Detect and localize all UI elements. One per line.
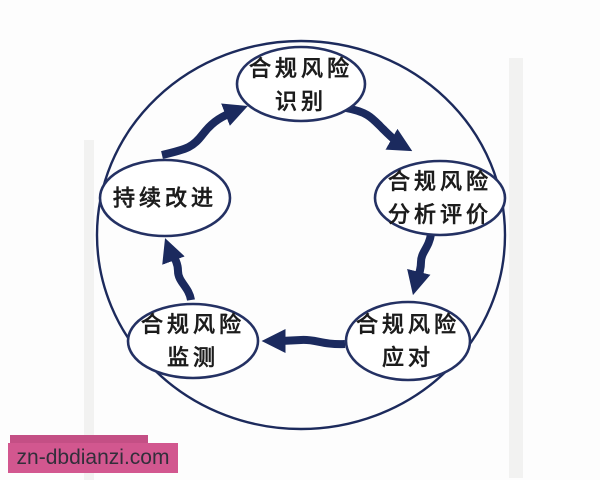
arrow-identify-to-analyze — [345, 104, 413, 152]
watermark-top-strip — [10, 435, 148, 445]
node-ellipse-monitor — [126, 302, 260, 380]
scan-artifact-right — [509, 58, 523, 478]
node-label-analyze-line1: 合规风险 — [387, 169, 493, 194]
node-ellipse-analyze — [373, 159, 507, 237]
node-ellipse-improve — [98, 158, 232, 238]
node-ellipse-respond — [344, 300, 472, 382]
arrow-improve-to-identify — [161, 103, 248, 159]
watermark-background — [8, 443, 178, 473]
node-label-improve-line1: 持续改进 — [112, 185, 218, 211]
node-label-monitor: 合规风险 监测 — [141, 308, 245, 374]
watermark-text: zn-dbdianzi.com — [16, 446, 170, 469]
scan-artifact-left — [84, 140, 94, 480]
node-label-monitor-line2: 监测 — [166, 345, 220, 370]
node-label-improve: 持续改进 — [113, 182, 217, 215]
node-label-analyze-line2: 分析评价 — [387, 202, 493, 227]
arrow-respond-to-monitor — [261, 328, 346, 353]
node-label-identify: 合规风险 识别 — [249, 52, 353, 118]
node-label-identify-line1: 合规风险 — [248, 56, 354, 81]
arrow-monitor-to-improve — [162, 238, 195, 301]
node-label-monitor-line1: 合规风险 — [140, 312, 246, 337]
watermark: zn-dbdianzi.com — [8, 435, 178, 473]
node-label-identify-line2: 识别 — [274, 89, 328, 114]
arrow-analyze-to-respond — [407, 233, 435, 296]
node-ellipse-identify — [235, 45, 367, 123]
node-label-respond-line1: 合规风险 — [355, 312, 461, 337]
node-label-respond: 合规风险 应对 — [356, 308, 460, 374]
outer-cycle-circle — [95, 39, 507, 431]
node-label-analyze: 合规风险 分析评价 — [388, 165, 492, 231]
node-label-respond-line2: 应对 — [381, 345, 435, 370]
